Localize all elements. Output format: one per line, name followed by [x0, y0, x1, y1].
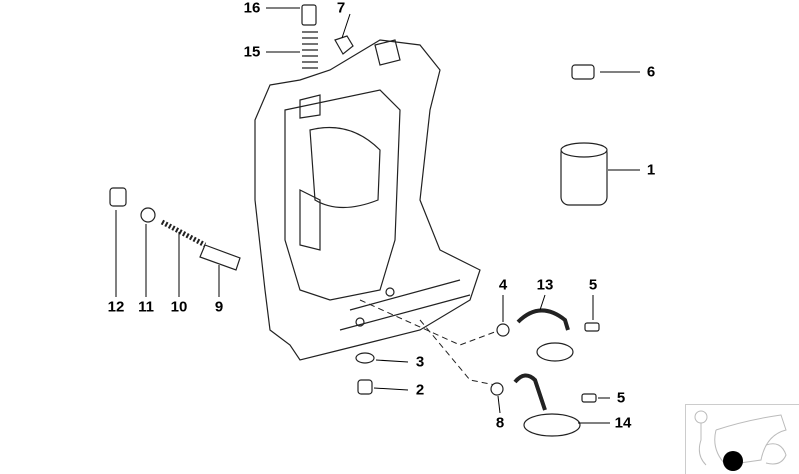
callout-5-lower: 5	[616, 389, 626, 407]
callout-1: 1	[646, 161, 656, 179]
crankcase-housing	[254, 39, 481, 361]
callout-15: 15	[243, 43, 261, 61]
callout-4: 4	[498, 276, 508, 294]
motorcycle-locator-thumbnail[interactable]	[685, 404, 799, 474]
callout-13: 13	[536, 276, 554, 294]
callout-5-upper: 5	[588, 276, 598, 294]
callout-6: 6	[646, 63, 656, 81]
leader-lines	[115, 7, 640, 424]
callout-12: 12	[107, 298, 125, 316]
callout-9: 9	[214, 298, 224, 316]
callout-14: 14	[614, 414, 632, 432]
callout-16: 16	[243, 0, 261, 17]
callout-3: 3	[415, 353, 425, 371]
callout-7: 7	[336, 0, 346, 17]
callout-11: 11	[138, 298, 154, 316]
parts	[109, 4, 608, 437]
assembly-dashed-lines	[359, 299, 501, 386]
callout-2: 2	[415, 381, 425, 399]
callout-10: 10	[170, 298, 188, 316]
callout-8: 8	[495, 414, 505, 432]
motorcycle-icon	[694, 410, 787, 471]
location-marker-icon	[723, 451, 743, 471]
